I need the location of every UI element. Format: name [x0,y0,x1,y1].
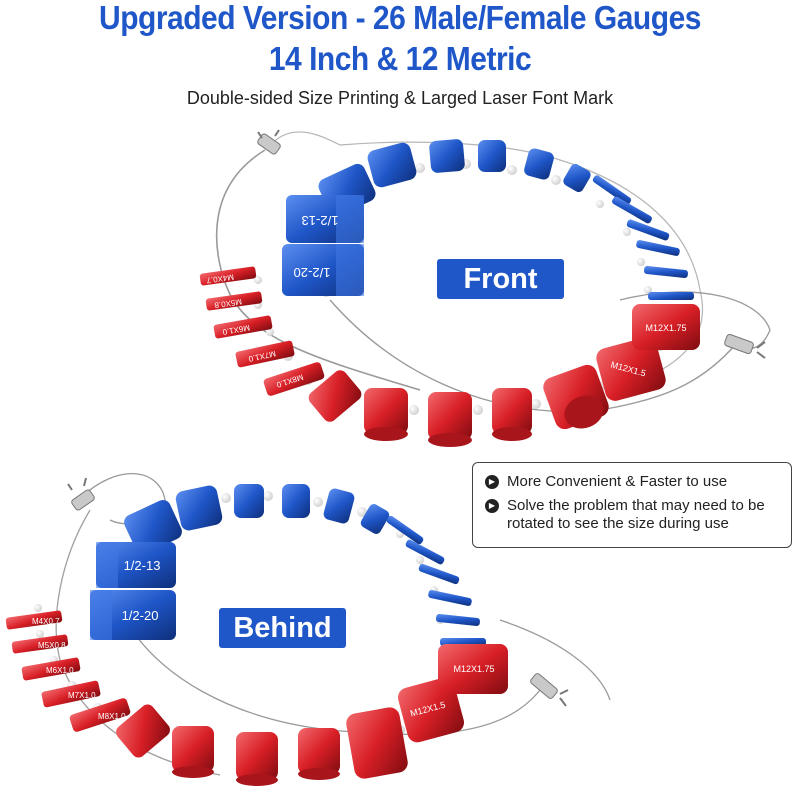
subtitle: Double-sided Size Printing & Larged Lase… [186,88,614,108]
wire-loop [499,619,611,701]
gauge-red-large: M12X1.75 M12X1.5 [308,304,700,447]
gauge-red-small: M4X0.7 M5X0.8 M6X1.0 M7X1.0 M8X1.0 [5,610,131,732]
gauge-label: 1/2-20 [294,265,331,280]
clasp-icon [530,673,569,707]
gauge-label: M4X0.7 [32,617,60,626]
behind-badge: Behind [219,608,346,648]
feature-box: ▶ More Convenient & Faster to use ▶ Solv… [472,462,792,548]
gauge-blue-half-inch: 1/2-13 1/2-20 [90,542,176,640]
gauge-red-small: M4X0.7 M5X0.8 M6X1.0 M7X1.0 M8X1.0 [199,266,325,396]
gauge-blue-small [592,175,694,300]
gauge-label: M7X1.0 [68,691,96,700]
wire-loop [215,149,421,391]
feature-text: More Convenient & Faster to use [507,473,728,490]
front-badge: Front [437,259,564,299]
gauge-label: 1/2-13 [302,213,339,228]
gauge-label: M12X1.75 [453,664,494,674]
gauge-label: 1/2-13 [124,558,161,573]
behind-gauge-set: 1/2-13 1/2-20 M4X0.7 M5X0.8 M6X1.0 M7X1.… [5,473,611,786]
play-bullet-icon: ▶ [485,499,499,513]
gauge-label: M6X1.0 [46,666,74,675]
gauge-blue-half-inch: 1/2-13 1/2-20 [282,195,364,296]
clasp-icon [67,477,95,511]
gauge-label: M12X1.75 [645,323,686,333]
gauge-label: M5X0.8 [213,297,242,310]
feature-text: Solve the problem that may need to be ro… [507,497,765,532]
wire-loop [267,131,704,381]
gauge-label: M4X0.7 [205,272,234,285]
gauge-label: M5X0.8 [38,641,66,650]
gauge-label: M8X1.0 [98,712,126,721]
gauge-label: 1/2-20 [122,608,159,623]
play-bullet-icon: ▶ [485,475,499,489]
headline-line-2: 14 Inch & 12 Metric [268,40,532,78]
gauge-blue-large [124,484,390,554]
clasp-icon [724,333,766,359]
front-gauge-set: 1/2-13 1/2-20 M4X0.7 M5X0.8 M6X1.0 M7X1.… [199,129,771,447]
gauge-red-large: M12X1.75 M12X1.5 [116,644,508,786]
clasp-icon [257,129,281,155]
headline-line-1: Upgraded Version - 26 Male/Female Gauges [99,0,701,37]
wire-loop [55,509,221,776]
feature-item: ▶ Solve the problem that may need to be … [485,497,781,533]
feature-item: ▶ More Convenient & Faster to use [485,473,781,491]
